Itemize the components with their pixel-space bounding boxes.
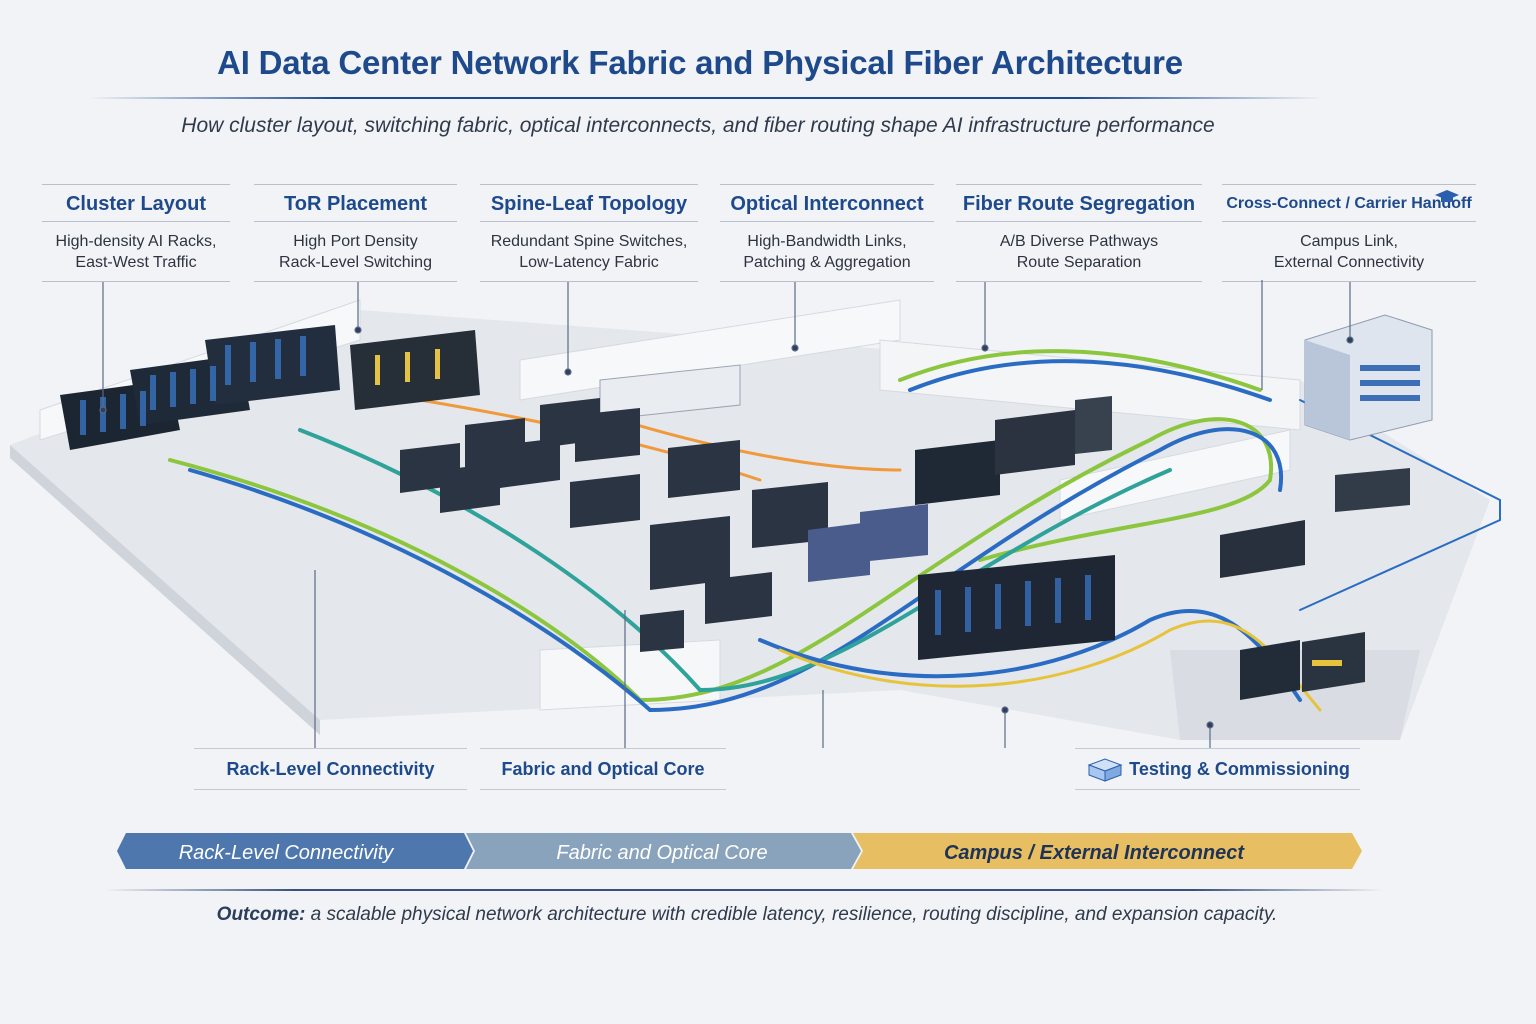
spine-leaf-switches bbox=[400, 364, 928, 652]
page-title: AI Data Center Network Fabric and Physic… bbox=[217, 44, 1183, 81]
band-label-rack: Rack-Level Connectivity bbox=[178, 842, 394, 864]
callout-line: Rack-Level Switching bbox=[279, 254, 432, 271]
callout-title: Cross-Connect / Carrier Handoff bbox=[1222, 185, 1476, 222]
callout-line: External Connectivity bbox=[1273, 254, 1425, 271]
floor-plate bbox=[10, 299, 1490, 740]
callout-title: Optical Interconnect bbox=[720, 185, 934, 222]
band-label-fabric: Fabric and Optical Core bbox=[556, 842, 768, 864]
outcome-divider bbox=[104, 889, 1384, 891]
stage-band bbox=[117, 833, 1362, 869]
fiber-architecture-illustration bbox=[10, 280, 1501, 748]
callout-line: Patching & Aggregation bbox=[743, 254, 911, 271]
band-rack bbox=[117, 833, 473, 869]
ai-rack-cluster bbox=[60, 325, 480, 450]
callout-cross-connect: Cross-Connect / Carrier Handoff Campus L… bbox=[1222, 184, 1476, 282]
label-testing: Testing & Commissioning bbox=[1075, 748, 1360, 790]
outcome-statement: Outcome: a scalable physical network arc… bbox=[0, 904, 1494, 926]
callout-line: High-density AI Racks, bbox=[55, 233, 217, 250]
leader-lines bbox=[99, 280, 1354, 748]
band-label-campus: Campus / External Interconnect bbox=[943, 842, 1245, 864]
campus-building bbox=[1304, 314, 1433, 441]
graduation-cap-icon bbox=[1435, 190, 1459, 202]
band-fabric bbox=[466, 833, 861, 869]
label-rack-level: Rack-Level Connectivity bbox=[194, 748, 467, 790]
callout-title: Spine-Leaf Topology bbox=[480, 185, 698, 222]
callout-spine-leaf: Spine-Leaf Topology Redundant Spine Swit… bbox=[480, 184, 698, 282]
callout-title: Fiber Route Segregation bbox=[956, 185, 1202, 222]
callout-line: High Port Density bbox=[293, 233, 418, 250]
callout-line: High-Bandwidth Links, bbox=[747, 233, 907, 250]
optical-patching-racks bbox=[915, 396, 1115, 660]
callout-line: Campus Link, bbox=[1300, 233, 1398, 250]
title-divider bbox=[88, 97, 1323, 99]
test-kit-icon bbox=[1087, 758, 1123, 782]
label-fabric-core: Fabric and Optical Core bbox=[480, 748, 726, 790]
label-testing-text: Testing & Commissioning bbox=[1129, 759, 1350, 779]
band-campus bbox=[853, 833, 1362, 869]
callout-fiber-segregation: Fiber Route Segregation A/B Diverse Path… bbox=[956, 184, 1202, 282]
fiber-pathways bbox=[168, 349, 1501, 713]
page-subtitle: How cluster layout, switching fabric, op… bbox=[181, 114, 1215, 137]
callout-line: Low-Latency Fabric bbox=[519, 254, 659, 271]
callout-cluster-layout: Cluster Layout High-density AI Racks, Eas… bbox=[42, 184, 230, 282]
callout-title: Cluster Layout bbox=[42, 185, 230, 222]
callout-line: East-West Traffic bbox=[75, 254, 197, 271]
callout-optical-interconnect: Optical Interconnect High-Bandwidth Link… bbox=[720, 184, 934, 282]
callout-title: ToR Placement bbox=[254, 185, 457, 222]
callout-line: Redundant Spine Switches, bbox=[490, 233, 688, 250]
callout-line: A/B Diverse Pathways bbox=[999, 233, 1159, 250]
outcome-lead: Outcome: bbox=[216, 904, 306, 925]
outcome-text: a scalable physical network architecture… bbox=[305, 904, 1278, 925]
carrier-handoff-equipment bbox=[1220, 468, 1410, 700]
callout-line: Route Separation bbox=[1016, 254, 1142, 271]
